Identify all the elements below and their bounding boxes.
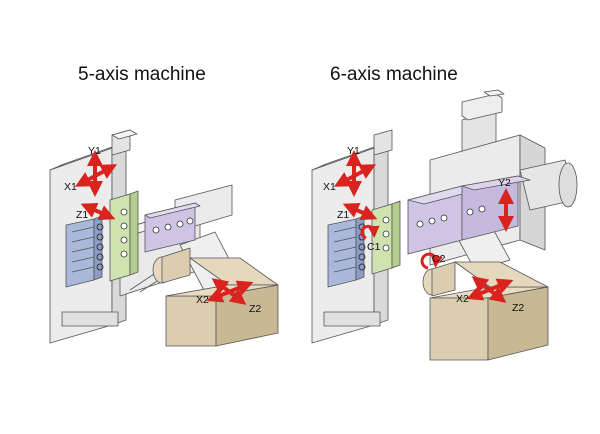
six-axis-spindle-box [422, 261, 549, 361]
c1-arrow [360, 224, 380, 240]
z1-arrow [80, 202, 116, 221]
five-axis-title: 5-axis machine [78, 64, 206, 85]
six-axis-blue-tool-block [327, 215, 366, 288]
z2-arrow [206, 280, 254, 303]
label-y1: Y1 [88, 145, 101, 157]
six-axis-labels: Y1 X1 Z1 C1 Y2 C2 X2 Z2 [323, 145, 524, 314]
five-axis-spindle-box [152, 247, 279, 347]
label-z2: Z2 [512, 302, 524, 314]
label-z1: Z1 [76, 209, 88, 221]
five-axis-green-tool-post [109, 190, 139, 282]
label-x1: X1 [64, 181, 77, 193]
five-axis-blue-tool-block [65, 215, 104, 288]
c2-arrow [420, 252, 443, 270]
five-axis-purple-tool-block [144, 202, 201, 253]
x1-arrow [333, 164, 377, 187]
six-axis-title: 6-axis machine [330, 64, 458, 85]
six-axis-arrows [333, 150, 514, 303]
five-axis-labels: Y1 X1 Z1 X2 Z2 [64, 145, 261, 315]
x1-arrow [74, 164, 118, 187]
z2-arrow [466, 278, 514, 301]
label-x2: X2 [456, 293, 469, 305]
five-axis-arrows [74, 150, 254, 305]
label-x2: X2 [196, 294, 209, 306]
six-axis-green-tool-post [371, 200, 401, 275]
label-c2: C2 [432, 253, 446, 265]
label-c1: C1 [367, 241, 381, 253]
label-y1: Y1 [347, 145, 360, 157]
label-z1: Z1 [337, 209, 349, 221]
z1-arrow [342, 202, 378, 221]
six-axis-machine [311, 89, 578, 361]
five-axis-machine [49, 129, 279, 347]
label-x1: X1 [323, 181, 336, 193]
label-y2: Y2 [498, 177, 511, 189]
label-z2: Z2 [249, 303, 261, 315]
